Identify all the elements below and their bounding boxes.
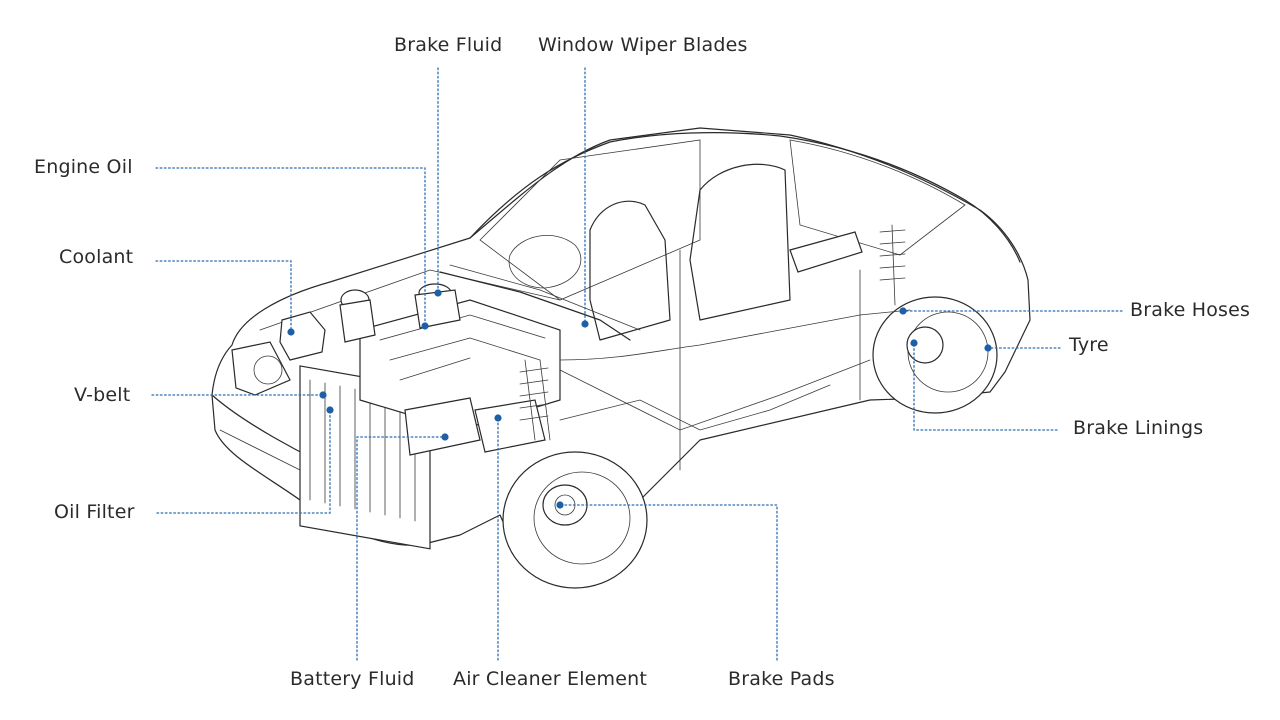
label-brake-hoses: Brake Hoses [1130,299,1251,321]
master-cylinder [414,289,461,329]
leader-line-coolant [155,260,292,333]
air-cleaner-box [474,399,546,453]
hood-line [259,269,561,331]
label-brake-fluid: Brake Fluid [394,34,503,56]
front-seat [589,200,671,341]
callout-dot-brake-fluid [434,289,442,297]
rear-window [789,139,966,256]
headlight-lens [253,355,283,385]
callout-dot-oil-filter [326,406,334,414]
wiper-arm [439,271,631,341]
engine-detail [379,314,546,381]
label-coolant: Coolant [59,246,134,268]
label-battery-fluid: Battery Fluid [290,668,415,690]
rear-hub [906,326,944,364]
brake-line-2 [559,359,871,431]
label-window-wiper-blades: Window Wiper Blades [538,34,748,56]
rear-seat [689,163,791,321]
callout-dot-tyre [984,344,992,352]
callout-dot-brake-linings [910,339,918,347]
rear-spring [879,224,906,306]
front-spring [519,367,549,421]
label-air-cleaner-element: Air Cleaner Element [453,668,648,690]
callout-dot-window-wiper-blades [581,320,589,328]
label-brake-linings: Brake Linings [1073,417,1204,439]
callout-dot-engine-oil [421,322,429,330]
engine-block [359,299,561,431]
label-tyre: Tyre [1069,334,1109,356]
label-v-belt: V-belt [74,384,131,406]
leader-line-engine-oil [155,167,426,327]
leader-line-brake-pads [559,504,778,661]
steering-wheel [508,235,582,289]
label-oil-filter: Oil Filter [54,501,135,523]
label-engine-oil: Engine Oil [34,156,133,178]
wiper-blade [449,264,641,331]
callout-dot-coolant [287,328,295,336]
label-brake-pads: Brake Pads [728,668,835,690]
car-body-outline [211,127,1031,576]
callout-dot-v-belt [319,391,327,399]
battery [404,397,481,456]
front-rim [533,471,631,565]
callout-dot-battery-fluid [441,433,449,441]
exhaust-pipe [559,384,831,431]
callout-dot-brake-hoses [899,307,907,315]
front-strut [524,359,551,441]
leader-line-battery-fluid [356,436,446,661]
leader-line-brake-linings [913,342,1058,431]
callout-dot-brake-pads [556,501,564,509]
callout-dot-air-cleaner-element [494,414,502,422]
brake-line-main [559,309,911,361]
reservoir [339,299,376,343]
muffler [789,231,863,273]
car-roof [469,132,1021,263]
leader-line-oil-filter [156,409,331,514]
